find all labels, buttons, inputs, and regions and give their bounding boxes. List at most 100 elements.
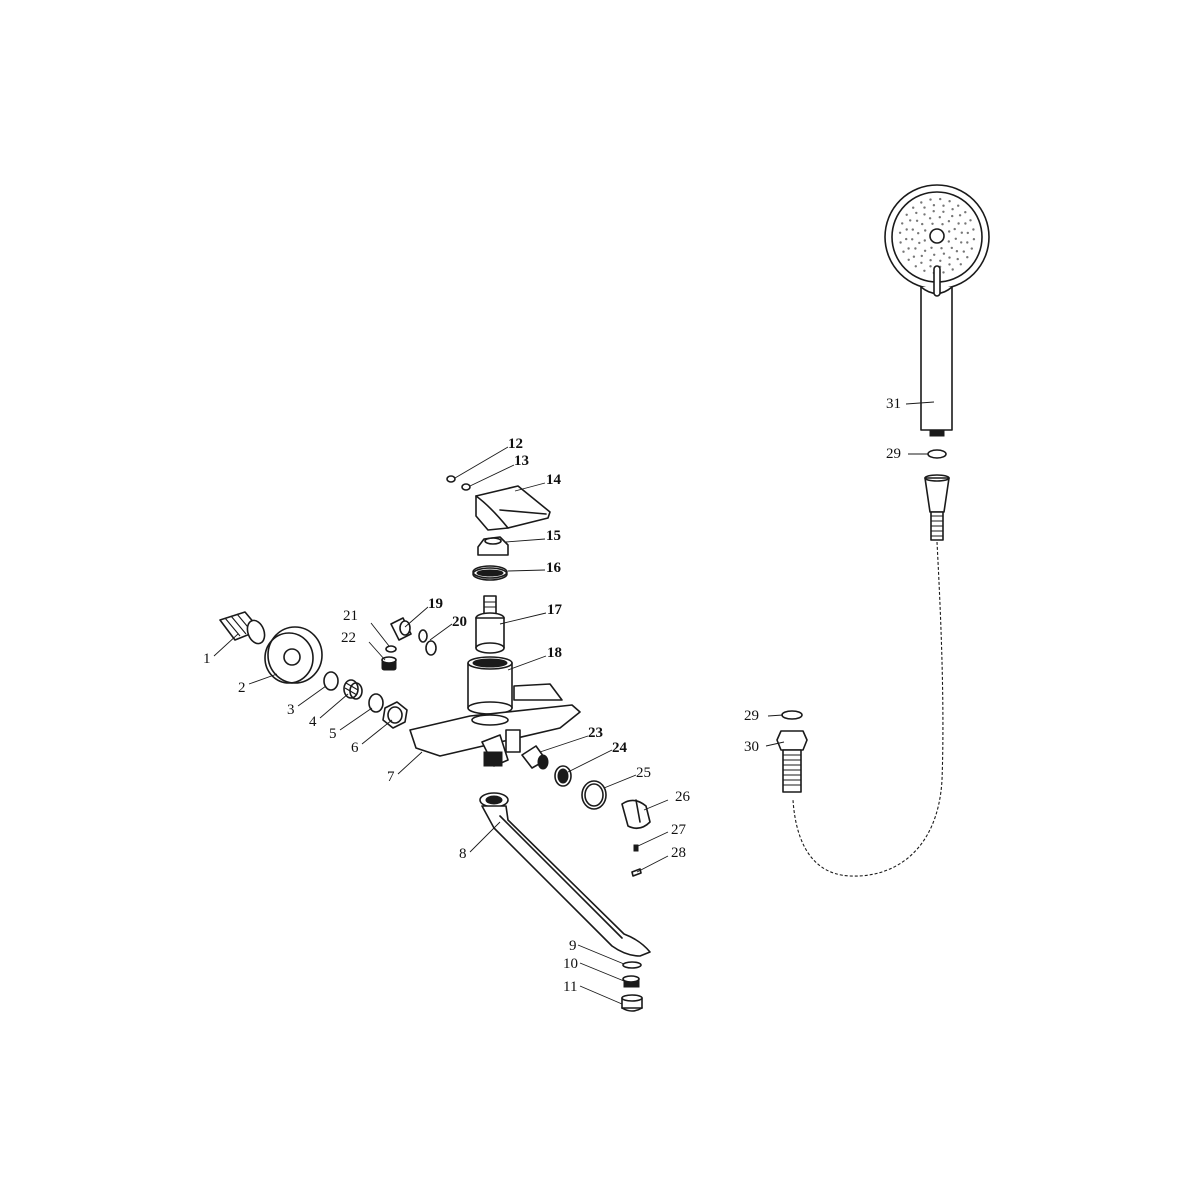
o-ring-part-21 xyxy=(385,645,397,653)
spray-nozzle-dot xyxy=(955,250,959,253)
callout-5: 5 xyxy=(329,726,337,742)
spray-nozzle-dot xyxy=(953,227,956,231)
callout-23: 23 xyxy=(588,725,603,741)
threaded-ring-part-16 xyxy=(472,565,508,581)
spray-nozzle-dot xyxy=(921,222,924,226)
spray-nozzle-dot xyxy=(912,206,915,209)
spray-nozzle-dot xyxy=(929,259,932,262)
spray-nozzle-dot xyxy=(951,268,954,271)
callout-8: 8 xyxy=(459,846,467,862)
callout-9: 9 xyxy=(569,938,577,954)
spray-nozzle-dot xyxy=(923,213,926,216)
callout-4: 4 xyxy=(309,714,317,730)
sleeve-part-18 xyxy=(467,656,513,715)
spray-nozzle-dot xyxy=(939,197,942,201)
o-ring-part-20a xyxy=(418,629,428,643)
spray-nozzle-dot xyxy=(924,229,927,232)
spray-nozzle-dot xyxy=(966,256,969,259)
spray-nozzle-dot xyxy=(940,247,943,250)
callout-1: 1 xyxy=(203,651,211,667)
spray-nozzle-dot xyxy=(948,200,951,203)
callout-31: 31 xyxy=(886,396,901,412)
spray-nozzle-dot xyxy=(909,219,912,222)
spray-nozzle-dot xyxy=(964,222,967,225)
callout-labels: 1 2 3 4 5 6 7 8 9 10 11 12 13 14 15 16 1… xyxy=(203,396,901,995)
callout-11: 11 xyxy=(563,979,577,995)
callout-21: 21 xyxy=(343,608,358,624)
lever-handle-part-14 xyxy=(475,485,551,531)
set-screw-part-27 xyxy=(633,844,639,852)
screw-part-13 xyxy=(461,483,471,491)
spray-nozzle-dot xyxy=(951,208,954,211)
spray-nozzle-dot xyxy=(931,222,934,225)
callout-17: 17 xyxy=(547,602,563,618)
callout-24: 24 xyxy=(612,740,628,756)
spout-part-8 xyxy=(479,792,651,957)
spray-nozzle-dot xyxy=(920,254,923,258)
spray-nozzle-dot xyxy=(917,232,920,235)
callout-15: 15 xyxy=(546,528,561,544)
spray-nozzle-dot xyxy=(962,250,965,253)
ring-part-25 xyxy=(581,780,607,810)
knob-part-26 xyxy=(621,799,651,830)
spray-nozzle-dot xyxy=(915,211,918,215)
hex-nut-part-6 xyxy=(382,701,408,729)
diverter-part-19 xyxy=(390,617,412,641)
spray-nozzle-dot xyxy=(942,210,945,213)
spray-nozzle-dot xyxy=(932,204,936,207)
callout-29-lower: 29 xyxy=(744,708,759,724)
spray-nozzle-dot xyxy=(907,258,910,261)
spray-nozzle-dot xyxy=(942,204,945,207)
spray-nozzle-dot xyxy=(899,241,902,244)
spray-nozzle-dot xyxy=(915,219,919,222)
callout-18: 18 xyxy=(547,645,562,661)
spray-nozzle-dot xyxy=(942,271,945,274)
spray-nozzle-dot xyxy=(902,250,905,253)
spray-nozzle-dot xyxy=(914,265,917,268)
spray-nozzle-dot xyxy=(923,239,926,242)
eccentric-connector-part-1 xyxy=(219,611,266,645)
callout-30: 30 xyxy=(744,739,759,755)
o-ring-part-20b xyxy=(425,640,437,656)
spray-nozzle-dot xyxy=(938,216,941,219)
spray-nozzle-dot xyxy=(947,220,951,223)
callout-26: 26 xyxy=(675,789,691,805)
spray-nozzle-dot xyxy=(929,198,932,201)
aerator-housing-part-11 xyxy=(621,994,643,1012)
o-ring-part-5 xyxy=(368,693,384,713)
spray-nozzle-dot xyxy=(960,231,963,234)
spray-nozzle-dot xyxy=(914,247,917,250)
spray-nozzle-dot xyxy=(923,249,927,252)
spray-nozzle-dot xyxy=(950,246,953,250)
callout-10: 10 xyxy=(563,956,578,972)
callout-7: 7 xyxy=(387,769,395,785)
callout-3: 3 xyxy=(287,702,295,718)
spray-nozzle-dot xyxy=(951,214,954,218)
spray-nozzle-dot xyxy=(923,206,926,209)
spray-nozzle-dot xyxy=(901,222,904,225)
spray-nozzle-dot xyxy=(942,252,946,255)
spray-nozzle-dot xyxy=(929,265,932,268)
spray-nozzle-dot xyxy=(920,261,923,264)
hose-nut-part-30 xyxy=(776,730,808,793)
spray-nozzle-dot xyxy=(905,228,908,231)
cartridge-part-17 xyxy=(475,595,505,654)
spray-nozzle-dot xyxy=(932,210,935,213)
spray-nozzle-dot xyxy=(957,222,960,225)
spray-nozzle-dot xyxy=(948,263,951,266)
callout-6: 6 xyxy=(351,740,359,756)
spray-nozzle-dot xyxy=(964,211,967,214)
callout-25: 25 xyxy=(636,765,651,781)
spray-nozzle-dot xyxy=(972,238,976,241)
fitting-part-22 xyxy=(381,656,397,671)
connector-part-23 xyxy=(521,745,549,770)
spray-nozzle-dot xyxy=(918,241,921,245)
indicator-part-28 xyxy=(631,868,642,877)
spray-nozzle-dot xyxy=(907,247,910,250)
spray-nozzle-dot xyxy=(947,240,950,243)
spray-nozzle-dot xyxy=(948,230,951,233)
callout-13: 13 xyxy=(514,453,529,469)
spray-nozzle-dot xyxy=(960,241,963,244)
spray-nozzle-dot xyxy=(956,257,959,261)
